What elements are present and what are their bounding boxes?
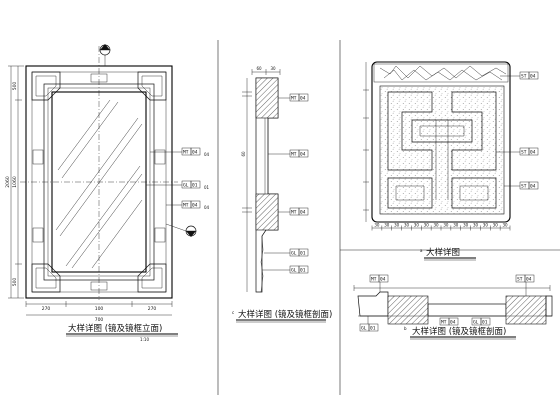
section-b-left-frame: [387, 295, 429, 325]
front-bottom-dimensions: 270 100 270 700: [25, 301, 173, 323]
pattern-dim-label: 30: [483, 223, 489, 228]
pattern-dim-label: 30: [453, 223, 459, 228]
pattern-tag-2-num: 04: [530, 150, 536, 156]
section-b-mirror: [427, 303, 507, 317]
pattern-caption: 大样详图: [426, 247, 460, 258]
front-left-dimensions: 500 1060 500 2060: [5, 65, 24, 299]
section-c-dim-1: 60: [256, 66, 262, 71]
pattern-tag-3-num: 04: [530, 184, 536, 190]
pattern-letter: a: [420, 248, 423, 253]
section-marker-bottom: [165, 223, 197, 237]
section-c-tags: MT 04 MT 04 MT 04 GL 01 GL 01: [262, 93, 309, 274]
front-tag-1-code: MT: [183, 150, 189, 156]
pattern-panel-outline: [371, 61, 511, 223]
section-b-tags: MT 04 GL 01 MT 04 GL 01 ST 04: [359, 274, 535, 332]
section-c-letter: c: [232, 310, 234, 315]
section-c-tag-1-num: 04: [300, 96, 306, 102]
dim-bottom-overall: 700: [95, 317, 104, 323]
front-caption-text: 大样详图 (镜及镜框立面): [68, 323, 162, 334]
pattern-tags: ST 04 ST 04 ST 04: [496, 71, 539, 190]
section-c-tag-5-code: GL: [291, 268, 297, 274]
front-tag-1-num: 04: [192, 150, 198, 156]
section-b-letter: b: [404, 326, 407, 331]
front-elevation-view: 500 1060 500 2060 270 100 270 700 MT 04 …: [5, 44, 210, 342]
front-tag-2-code: GL: [183, 183, 189, 189]
front-material-tags: MT 04 04 GL 01 01 MT 04 04: [146, 147, 210, 210]
section-c-tag-4-num: 01: [300, 251, 306, 257]
section-b-tag-2-code: GL: [361, 326, 367, 332]
section-b-tag-1-code: MT: [371, 277, 377, 283]
pattern-dim-label: 30: [394, 223, 400, 228]
pattern-dim-label: 30: [384, 223, 390, 228]
section-c-dim-2: 30: [270, 66, 276, 71]
pattern-dim-label: 30: [424, 223, 430, 228]
mirror-reflection-lines: [55, 99, 143, 269]
dim-left-overall: 2060: [5, 176, 11, 188]
dim-bottom-mid: 100: [95, 306, 104, 312]
pattern-tag-2-code: ST: [521, 150, 527, 156]
pattern-tag-3-code: ST: [521, 184, 527, 190]
section-c-caption: 大样详图 (镜及镜框剖面): [238, 309, 332, 320]
section-b-tag-2-num: 01: [370, 326, 376, 332]
section-b-right-frame: [505, 295, 547, 325]
section-c-top-frame: [255, 77, 279, 119]
front-tag-1-sub: 04: [204, 152, 210, 157]
pattern-tag-1-num: 04: [530, 74, 536, 80]
pattern-fretwork: [387, 91, 497, 209]
front-tag-3-sub: 04: [204, 205, 210, 210]
section-c-tag-2-num: 04: [300, 152, 306, 158]
dim-bottom-left: 270: [42, 306, 51, 312]
pattern-dim-label: 30: [503, 223, 509, 228]
section-b-tag-5-num: 04: [526, 277, 532, 283]
section-marker-top: [99, 44, 111, 66]
frame-corner-blocks: [31, 71, 167, 293]
front-tag-2-num: 01: [192, 183, 198, 189]
section-c-view: 60 30 60 MT 04 MT 04 MT 04: [232, 66, 332, 323]
pattern-dim-label: 30: [374, 223, 380, 228]
front-tag-3-code: MT: [183, 203, 189, 209]
section-c-side-dim: 60: [241, 151, 246, 157]
section-b-caption: 大样详图 (镜及镜框剖面): [412, 326, 506, 337]
pattern-dim-label: 30: [434, 223, 440, 228]
section-c-tag-4-code: GL: [291, 251, 297, 257]
pattern-dim-label: 30: [443, 223, 449, 228]
section-c-tag-3-num: 04: [300, 210, 306, 216]
pattern-dim-label: 30: [463, 223, 469, 228]
pattern-dim-label: 30: [404, 223, 410, 228]
pattern-dim-label: 30: [473, 223, 479, 228]
section-c-tag-2-code: MT: [291, 152, 297, 158]
pattern-top-band: [373, 63, 509, 83]
section-b-tag-4-code: GL: [473, 320, 479, 326]
section-c-tag-1-code: MT: [291, 96, 297, 102]
pattern-tag-1-code: ST: [521, 74, 527, 80]
pattern-dim-label: 30: [493, 223, 499, 228]
dim-left-bottom: 500: [12, 278, 18, 287]
dim-left-mid: 1060: [12, 176, 18, 188]
section-c-tag-3-code: MT: [291, 210, 297, 216]
section-c-bottom-frame: [255, 193, 279, 231]
section-b-tag-5-code: ST: [517, 277, 523, 283]
dim-left-top: 500: [12, 82, 18, 91]
front-tag-3-num: 04: [192, 203, 198, 209]
pattern-stone-field: [379, 85, 505, 215]
front-scale-note: 1:10: [140, 337, 149, 342]
front-tag-2-sub: 01: [204, 185, 210, 190]
dim-bottom-right: 270: [148, 306, 157, 312]
section-b-tag-1-num: 04: [380, 277, 386, 283]
section-b-view: MT 04 GL 01 MT 04 GL 01 ST 04 b 大样详图 (镜及…: [353, 274, 553, 340]
section-b-tag-3-code: MT: [441, 320, 447, 326]
section-c-tag-5-num: 01: [300, 268, 306, 274]
section-b-tag-3-num: 04: [450, 320, 456, 326]
pattern-dim-label: 30: [414, 223, 420, 228]
front-caption: 大样详图 (镜及镜框立面) 1:10: [66, 323, 178, 342]
section-b-tag-4-num: 01: [482, 320, 488, 326]
